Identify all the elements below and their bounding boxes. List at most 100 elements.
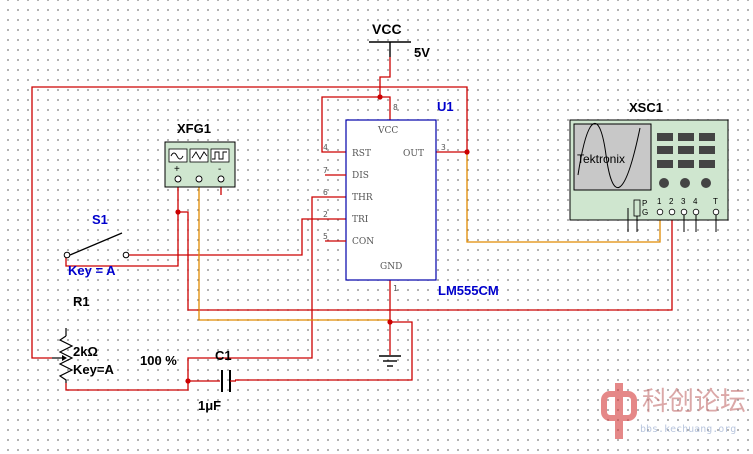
timer-ref: U1 xyxy=(437,99,454,114)
pin-label-vcc: VCC xyxy=(377,126,398,136)
wire-tri[interactable] xyxy=(128,218,346,256)
scope-node-3[interactable] xyxy=(680,208,688,216)
scope-brand: Tektronix xyxy=(577,152,625,166)
pin-number-7: 7 xyxy=(323,166,328,175)
watermark: 科创论坛 bbs.kechuang.org xyxy=(601,383,746,439)
switch-key: Key = A xyxy=(68,263,116,278)
fg-terminal-plus: + xyxy=(174,164,180,175)
scope-terminal-4: 4 xyxy=(693,197,698,206)
cap-value: 1μF xyxy=(198,398,221,413)
junction xyxy=(185,378,191,384)
scope-button[interactable] xyxy=(699,146,715,154)
fg-button-sine[interactable] xyxy=(168,148,188,163)
pin-label-con: CON xyxy=(352,237,374,247)
watermark-text: 科创论坛 xyxy=(642,387,746,417)
scope-button[interactable] xyxy=(657,146,673,154)
switch-lever[interactable] xyxy=(69,232,123,256)
scope-node-t[interactable] xyxy=(712,208,720,216)
switch-s1[interactable]: S1 Key = A xyxy=(63,212,130,278)
wire-out-to-scope[interactable] xyxy=(466,152,661,243)
sine-wave-icon xyxy=(170,152,184,160)
wire-fg-com[interactable] xyxy=(198,179,390,321)
fg-terminal-plus-node[interactable] xyxy=(174,175,182,183)
scope-button[interactable] xyxy=(657,160,673,168)
scope-knob[interactable] xyxy=(680,178,690,188)
junction xyxy=(175,209,181,215)
pot-setting: 100 % xyxy=(140,353,177,368)
scope-node-2[interactable] xyxy=(668,208,676,216)
scope-button[interactable] xyxy=(678,146,694,154)
wire-fg-plus-down[interactable] xyxy=(178,211,673,311)
pot-ref: R1 xyxy=(73,294,90,309)
function-generator-xfg1[interactable]: XFG1 + - xyxy=(164,121,236,188)
switch-contact-left xyxy=(63,251,71,259)
oscilloscope-xsc1[interactable]: XSC1 Tektronix P G 1 2 3 4 T xyxy=(569,100,729,232)
scope-button[interactable] xyxy=(699,160,715,168)
wire-vcc-left-bus[interactable] xyxy=(31,86,380,359)
logo-part xyxy=(615,383,623,439)
pin-number-4: 4 xyxy=(323,143,328,152)
scope-knob[interactable] xyxy=(659,178,669,188)
pot-key: Key=A xyxy=(73,362,114,377)
scope-leads xyxy=(627,208,717,232)
wire-vcc-right[interactable] xyxy=(380,86,468,150)
ground-symbol[interactable] xyxy=(379,355,401,367)
wire-vcc-to-pin8[interactable] xyxy=(380,96,391,120)
pin-number-8: 8 xyxy=(393,103,398,112)
cap-ref: C1 xyxy=(215,348,232,363)
pin-number-2: 2 xyxy=(323,210,328,219)
scope-button[interactable] xyxy=(699,133,715,141)
lm555-timer[interactable]: U1 LM555CM VCC 8 RST 4 DIS 7 THR 6 TRI 2… xyxy=(323,99,499,298)
watermark-logo-icon xyxy=(601,383,637,439)
wire-thr[interactable] xyxy=(187,196,346,381)
scope-terminal-g: G xyxy=(642,208,648,217)
switch-ref: S1 xyxy=(92,212,108,227)
pin-label-thr: THR xyxy=(352,193,373,203)
pin-label-dis: DIS xyxy=(352,171,369,181)
timer-part: LM555CM xyxy=(438,283,499,298)
pin-number-6: 6 xyxy=(323,188,328,197)
scope-node-4[interactable] xyxy=(692,208,700,216)
fg-button-square[interactable] xyxy=(210,148,230,163)
pin-number-3: 3 xyxy=(441,143,446,152)
pot-value: 2kΩ xyxy=(73,344,98,359)
scope-node-1[interactable] xyxy=(656,208,664,216)
pin-label-rst: RST xyxy=(352,149,371,159)
capacitor-c1[interactable]: C1 1μF xyxy=(198,348,236,413)
vcc-label: VCC xyxy=(372,21,402,37)
scope-terminal-2: 2 xyxy=(669,197,674,206)
scope-button[interactable] xyxy=(657,133,673,141)
vcc-source[interactable]: VCC 5V xyxy=(369,21,430,60)
scope-knobs xyxy=(659,178,711,188)
fg-ref: XFG1 xyxy=(177,121,211,136)
fg-terminal-minus: - xyxy=(218,164,221,175)
pin-label-gnd: GND xyxy=(380,262,402,272)
scope-buttons xyxy=(657,133,715,168)
potentiometer-r1[interactable]: R1 2kΩ Key=A 100 % xyxy=(52,294,177,383)
pot-zigzag xyxy=(58,335,74,383)
switch-contact-right xyxy=(122,251,130,259)
pin-label-tri: TRI xyxy=(352,215,369,225)
fg-button-triangle[interactable] xyxy=(189,148,209,163)
scope-terminal-3: 3 xyxy=(681,197,686,206)
scope-knob[interactable] xyxy=(701,178,711,188)
scope-button[interactable] xyxy=(678,133,694,141)
triangle-wave-icon xyxy=(191,151,208,160)
scope-button[interactable] xyxy=(678,160,694,168)
wire-fg-plus[interactable] xyxy=(65,179,179,267)
junction xyxy=(377,94,383,100)
scope-probe-nodes xyxy=(656,208,720,216)
fg-terminal-com-node[interactable] xyxy=(195,175,203,183)
watermark-url: bbs.kechuang.org xyxy=(640,424,736,435)
wire-gnd-right[interactable] xyxy=(235,321,413,381)
pin-label-out: OUT xyxy=(403,149,424,159)
pin-number-1: 1 xyxy=(393,284,398,293)
wire-vcc-drop[interactable] xyxy=(379,57,391,97)
vcc-value: 5V xyxy=(414,45,430,60)
wire-rst[interactable] xyxy=(321,96,380,153)
wire-pot-bottom[interactable] xyxy=(65,380,220,391)
fg-terminal-minus-node[interactable] xyxy=(217,175,225,183)
junction xyxy=(464,149,470,155)
pot-wiper-arrow xyxy=(62,355,67,361)
